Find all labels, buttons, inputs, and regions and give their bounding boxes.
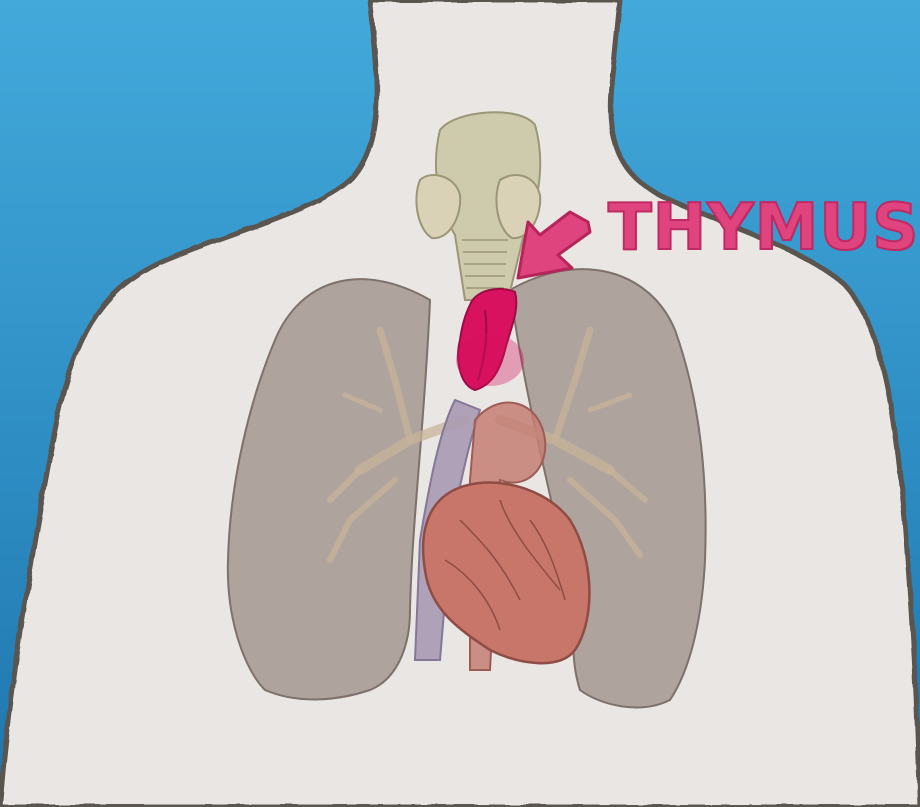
thymus-label: THYMUS — [608, 196, 919, 260]
